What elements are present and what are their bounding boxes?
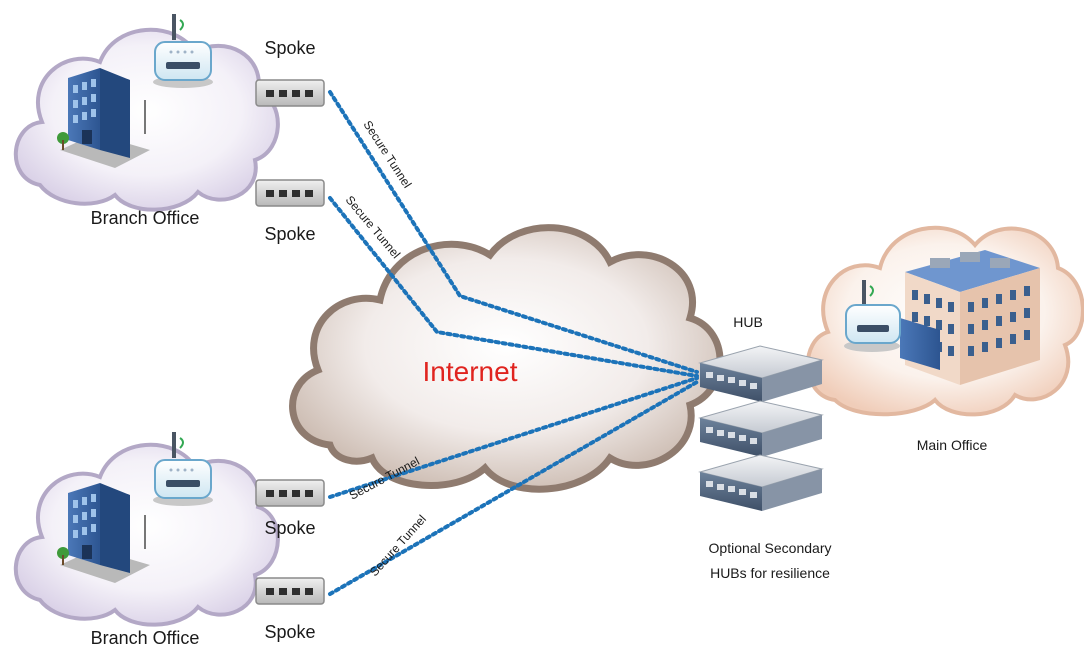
tunnel-line-2: [328, 196, 699, 378]
branch-office-bottom-cloud: [13, 442, 280, 627]
hub-device-primary: [698, 345, 824, 402]
secondary-hubs-label-line2: HUBs for resilience: [710, 565, 830, 581]
hub-device-secondary-2: [698, 454, 824, 511]
branch-office-top-cloud: [13, 27, 280, 212]
tunnel-label-4: Secure Tunnel: [367, 512, 429, 579]
branch-office-bottom-label: Branch Office: [91, 628, 200, 648]
tunnel-line-4: [328, 380, 699, 596]
branch-office-bottom-building-icon: [57, 483, 150, 583]
spoke-device-3: [255, 479, 325, 507]
branch-office-top-building-icon: [57, 68, 150, 168]
spoke-device-1: [255, 79, 325, 107]
spoke-device-2: [255, 179, 325, 207]
main-office-label: Main Office: [917, 437, 988, 453]
internet-cloud: [289, 224, 724, 493]
spoke-device-4: [255, 577, 325, 605]
hub-device-secondary-1: [698, 400, 824, 457]
spoke-label-3: Spoke: [264, 518, 315, 538]
main-office-router-icon: [844, 280, 901, 352]
branch-office-top-router-icon: [153, 14, 213, 88]
tunnel-line-1: [328, 90, 699, 374]
branch-office-top-label: Branch Office: [91, 208, 200, 228]
secondary-hubs-label-line1: Optional Secondary: [709, 540, 832, 556]
internet-label: Internet: [423, 356, 518, 387]
main-office-building-icon: [900, 250, 1040, 385]
branch-office-bottom-router-icon: [153, 432, 213, 506]
hub-label: HUB: [733, 314, 763, 330]
spoke-label-2: Spoke: [264, 224, 315, 244]
spoke-label-1: Spoke: [264, 38, 315, 58]
tunnel-line-3: [328, 376, 699, 499]
spoke-label-4: Spoke: [264, 622, 315, 642]
